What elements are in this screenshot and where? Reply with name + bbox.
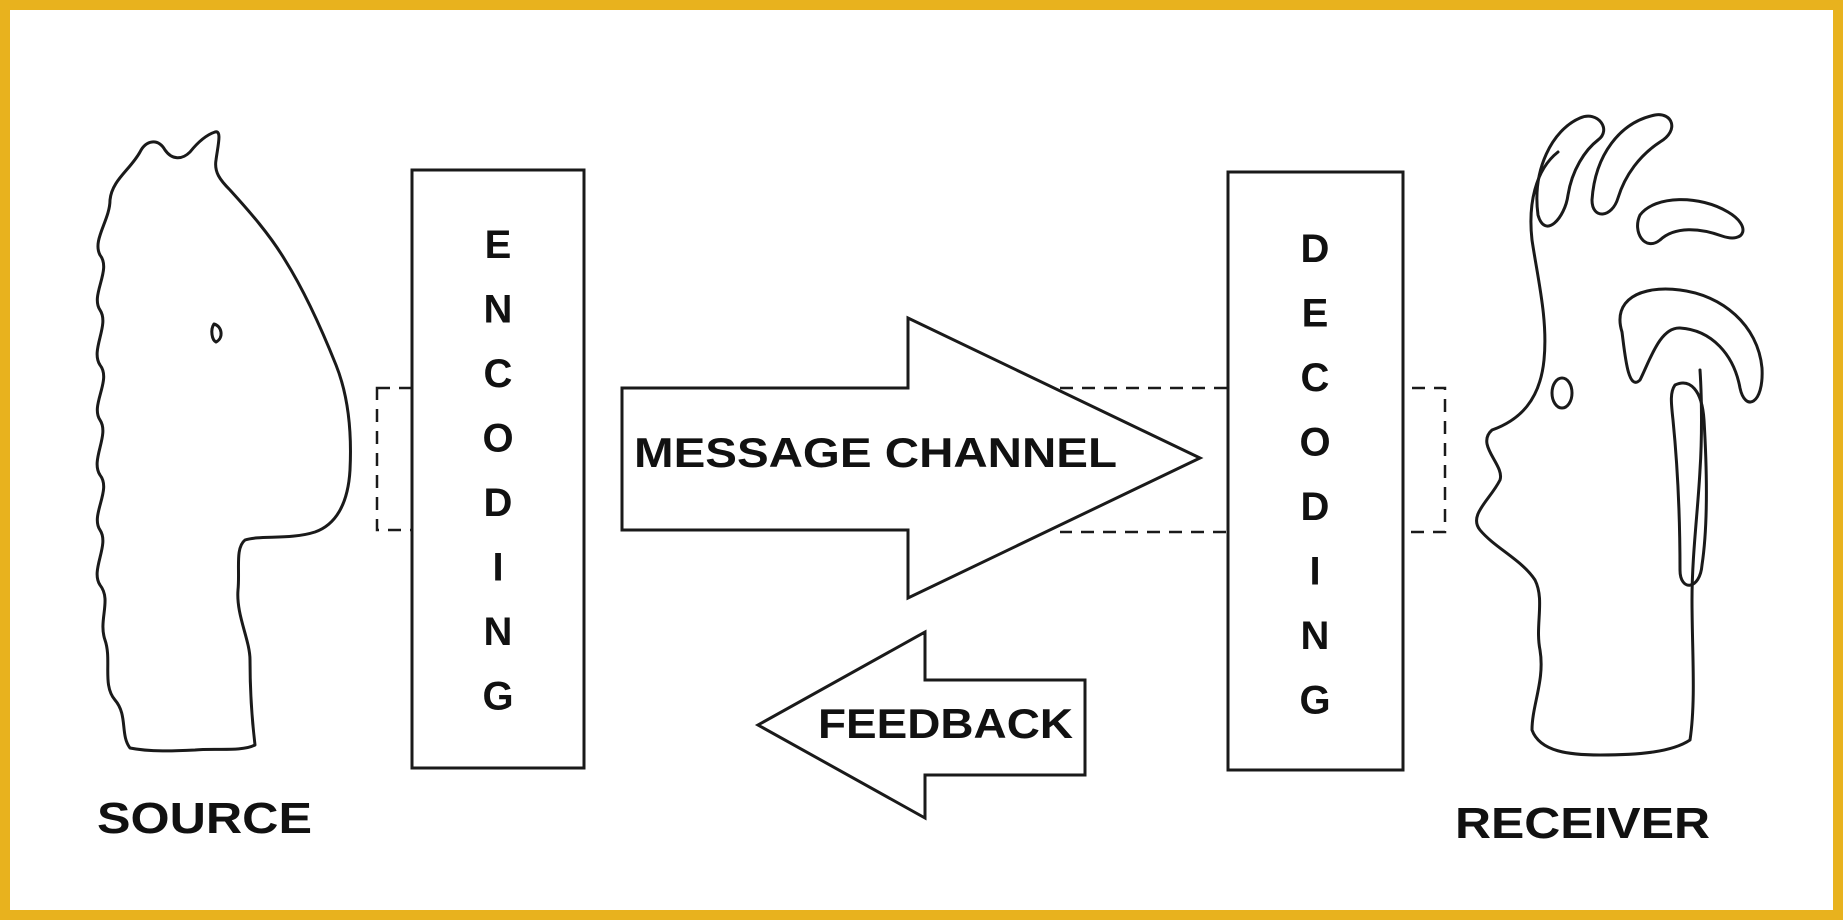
source-eye-icon: [210, 322, 223, 344]
letter: I: [1309, 550, 1320, 594]
feedback-label: FEEDBACK: [818, 700, 1073, 747]
letter: D: [484, 481, 513, 525]
letter: G: [1299, 679, 1330, 723]
receiver-hair-stroke-3: [1636, 198, 1745, 246]
receiver-hair-stroke-1: [1535, 114, 1606, 228]
letter: E: [485, 223, 512, 267]
receiver-hair-stroke-2: [1590, 113, 1674, 216]
letter: O: [1299, 421, 1330, 465]
letter: O: [482, 417, 513, 461]
decoding-box: [1226, 170, 1405, 772]
source-head-figure: [95, 130, 352, 753]
letter: D: [1301, 485, 1330, 529]
letter: C: [1301, 356, 1330, 400]
receiver-hair-stroke-5: [1669, 381, 1708, 587]
letter: G: [482, 675, 513, 719]
message-channel-label: MESSAGE CHANNEL: [634, 429, 1117, 476]
letter: N: [484, 610, 513, 654]
letter: C: [484, 352, 513, 396]
letter: I: [492, 546, 503, 590]
letter: N: [1301, 614, 1330, 658]
receiver-label: RECEIVER: [1455, 799, 1710, 848]
source-label: SOURCE: [97, 794, 312, 843]
feedback-arrow: [754, 629, 1087, 821]
receiver-head-figure: [1475, 150, 1703, 757]
letter: N: [484, 288, 513, 332]
receiver-hair-stroke-4: [1618, 287, 1764, 404]
letter: E: [1302, 292, 1329, 336]
letter: D: [1301, 227, 1330, 271]
encoding-box: [410, 168, 586, 770]
receiver-eye-icon: [1550, 376, 1574, 410]
message-channel-arrow: [620, 315, 1204, 601]
